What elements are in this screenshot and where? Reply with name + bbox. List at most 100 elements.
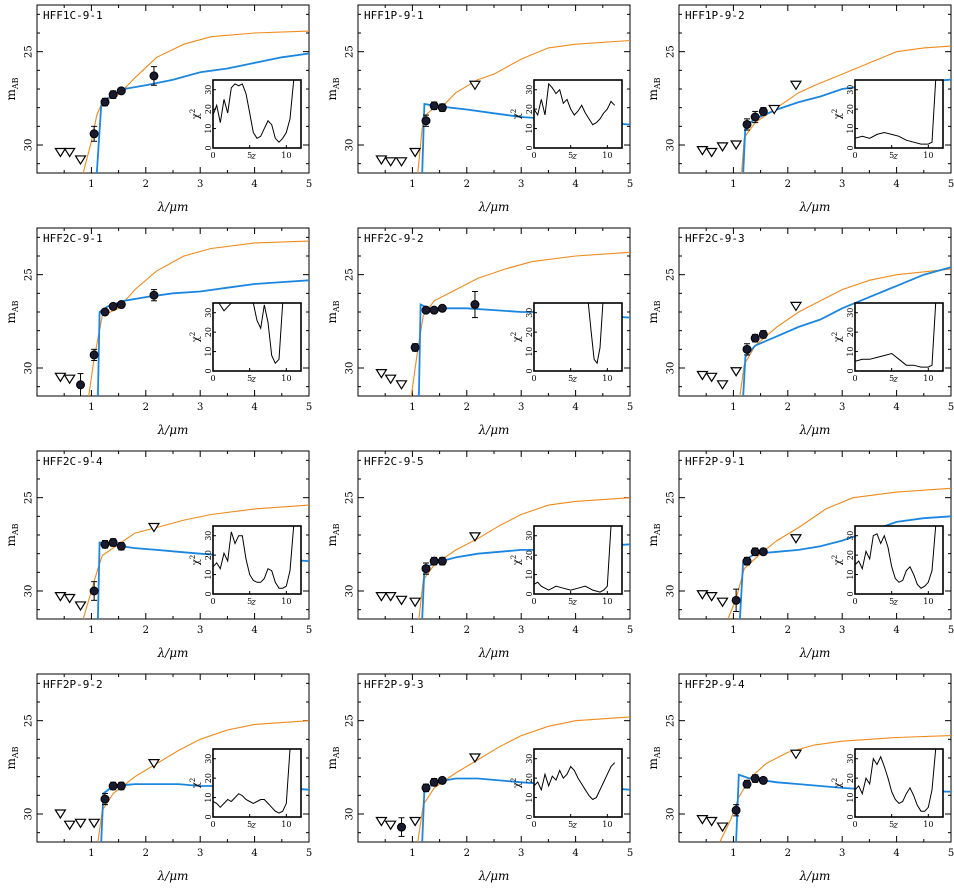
inset-x-tick-label: 0 <box>531 820 536 829</box>
upper-limit-marker <box>375 816 388 827</box>
y-axis-main: m <box>4 535 18 547</box>
inset-y-tick-label: 0 <box>204 814 213 819</box>
chi2-inset-frame <box>854 748 944 818</box>
y-axis-main: m <box>646 758 660 770</box>
y-axis-sub: AB <box>332 746 341 759</box>
inset-y-tick-label: 0 <box>204 368 213 373</box>
inset-y-label: χ2 <box>831 109 844 120</box>
upper-limit-marker <box>705 372 718 383</box>
inset-y-sup: 2 <box>189 109 197 113</box>
chi2-curve <box>213 749 291 814</box>
upper-limit-marker <box>696 370 709 381</box>
y-axis-sub: AB <box>653 746 662 759</box>
detection-point <box>116 86 126 96</box>
inset-y-main: χ <box>833 336 844 342</box>
inset-x-tick-label: 0 <box>852 151 857 160</box>
upper-limit-marker <box>716 597 729 608</box>
detection-point <box>437 556 447 566</box>
detection-point <box>429 556 439 566</box>
inset-y-sup: 2 <box>510 109 518 113</box>
upper-limit-marker <box>375 592 388 602</box>
inset-x-label: z <box>892 152 898 162</box>
x-tick-label: 3 <box>839 179 845 190</box>
y-axis-main: m <box>325 312 339 324</box>
x-tick-label: 5 <box>948 179 954 190</box>
x-axis-label: λ/μm <box>799 200 831 214</box>
chi2-inset-frame <box>533 748 623 818</box>
detection-point <box>731 805 741 815</box>
inset-y-sup: 2 <box>831 109 839 113</box>
inset-y-label: χ2 <box>510 778 523 789</box>
upper-limit-marker <box>789 80 803 91</box>
upper-limit-marker <box>384 157 397 167</box>
inset-y-main: χ <box>833 782 844 788</box>
x-tick-label: 2 <box>143 848 149 859</box>
panel-title: HFF1C-9-1 <box>43 9 103 22</box>
x-tick-label: 1 <box>409 848 415 859</box>
inset-x-label: z <box>250 598 256 608</box>
x-tick-label: 2 <box>143 179 149 190</box>
y-axis-label: mAB <box>646 300 662 323</box>
upper-limit-marker <box>768 104 781 115</box>
y-axis-label: mAB <box>646 746 662 769</box>
upper-limit-marker <box>384 592 397 602</box>
inset-y-tick-label: 30 <box>204 85 213 95</box>
x-tick-label: 5 <box>627 402 633 413</box>
y-tick-label: 30 <box>24 139 35 152</box>
blue-model-curve <box>739 515 951 619</box>
inset-x-label: z <box>892 375 898 385</box>
inset-x-label: z <box>571 152 577 162</box>
panel-title: HFF2P-9-3 <box>364 678 424 691</box>
detection-point <box>149 290 159 300</box>
x-tick-label: 4 <box>893 402 899 413</box>
detection-point <box>108 781 118 791</box>
inset-y-tick-label: 30 <box>204 308 213 318</box>
upper-limit-marker <box>468 80 482 91</box>
x-tick-label: 1 <box>88 848 94 859</box>
y-axis-label: mAB <box>325 77 341 100</box>
x-tick-label: 3 <box>839 402 845 413</box>
upper-limit-marker <box>730 140 743 151</box>
y-axis-main: m <box>4 758 18 770</box>
inset-curve-group <box>218 303 284 365</box>
x-tick-label: 5 <box>306 625 312 636</box>
upper-limit-marker <box>74 601 87 612</box>
y-tick-label: 25 <box>345 491 356 504</box>
inset-x-label: z <box>250 152 256 162</box>
inset-x-tick-label: 5 <box>889 597 894 606</box>
inset-curve-group <box>855 80 937 145</box>
y-axis-label: mAB <box>4 300 20 323</box>
inset-x-tick-label: 0 <box>210 151 215 160</box>
y-tick-label: 30 <box>345 139 356 152</box>
inset-x-tick-label: 5 <box>889 820 894 829</box>
x-axis-label: λ/μm <box>478 423 510 437</box>
inset-curve-group <box>855 303 937 368</box>
inset-x-label: z <box>250 821 256 831</box>
inset-y-sup: 2 <box>189 555 197 559</box>
y-tick-label: 30 <box>24 362 35 375</box>
x-axis-label: λ/μm <box>157 423 189 437</box>
inset-y-tick-label: 10 <box>846 123 855 133</box>
upper-limit-marker <box>375 155 388 166</box>
upper-limit-marker <box>789 749 803 760</box>
inset-y-tick-label: 10 <box>525 123 534 133</box>
detection-point <box>429 305 439 315</box>
inset-y-tick-label: 0 <box>525 145 534 150</box>
inset-y-tick-label: 10 <box>204 123 213 133</box>
panel-title: HFF2C-9-5 <box>364 455 424 468</box>
orange-model-curve <box>418 497 630 619</box>
inset-y-label: χ2 <box>831 332 844 343</box>
inset-y-tick-label: 30 <box>846 531 855 541</box>
x-tick-label: 2 <box>785 179 791 190</box>
inset-y-tick-label: 30 <box>525 308 534 318</box>
inset-x-tick-label: 0 <box>531 374 536 383</box>
inset-x-tick-label: 10 <box>923 374 933 383</box>
y-tick-label: 30 <box>345 808 356 821</box>
inset-y-main: χ <box>191 336 202 342</box>
inset-y-tick-label: 10 <box>846 569 855 579</box>
inset-x-tick-label: 5 <box>247 820 252 829</box>
x-axis-label: λ/μm <box>478 869 510 883</box>
inset-y-tick-label: 0 <box>525 368 534 373</box>
detection-point <box>100 794 110 804</box>
